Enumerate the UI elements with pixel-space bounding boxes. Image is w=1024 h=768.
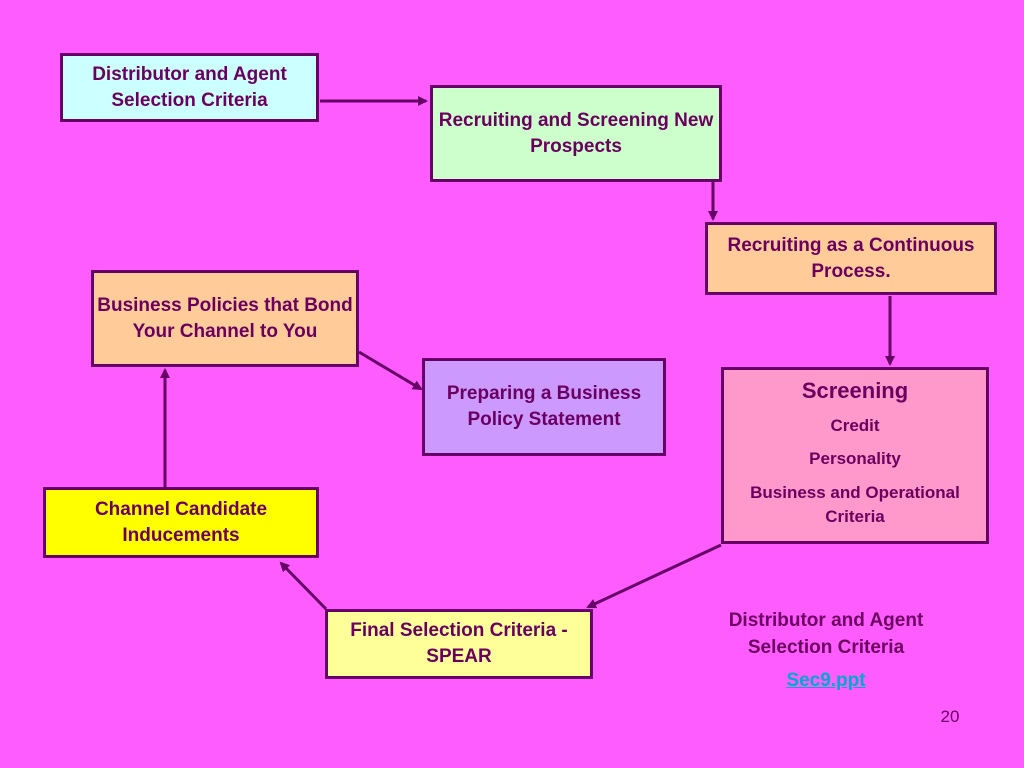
screening-item-credit: Credit	[830, 415, 880, 435]
box-label: Business Policies that Bond Your Channel…	[97, 294, 353, 342]
box-policy-statement: Preparing a Business Policy Statement	[422, 358, 666, 456]
sec9-link[interactable]: Sec9.ppt	[786, 670, 866, 691]
box-label: Recruiting as a Continuous Process.	[727, 234, 975, 282]
box-distributor-selection-criteria: Distributor and Agent Selection Criteria	[60, 53, 319, 122]
box-recruiting-screening: Recruiting and Screening New Prospects	[430, 85, 722, 182]
box-label: Recruiting and Screening New Prospects	[438, 109, 714, 157]
box-label: Distributor and Agent Selection Criteria	[92, 63, 287, 111]
screening-item-business: Business and Operational Criteria	[750, 483, 960, 527]
box-candidate-inducements: Channel Candidate Inducements	[43, 487, 319, 558]
arrow-final-to-inducements	[279, 561, 328, 611]
box-screening: Screening Credit Personality Business an…	[721, 367, 989, 544]
arrow-screening-to-final	[586, 543, 722, 609]
page-number: 20	[940, 707, 960, 726]
box-continuous-process: Recruiting as a Continuous Process.	[705, 222, 997, 295]
footer-title: Distributor and Agent Selection Criteria	[728, 610, 924, 658]
arrow-policies-to-statement	[358, 350, 423, 391]
box-label: Preparing a Business Policy Statement	[446, 383, 642, 430]
box-business-policies: Business Policies that Bond Your Channel…	[91, 270, 359, 367]
box-final-selection: Final Selection Criteria - SPEAR	[325, 609, 593, 679]
box-label: Final Selection Criteria - SPEAR	[350, 620, 568, 667]
screening-item-personality: Personality	[809, 449, 901, 469]
box-label: Channel Candidate Inducements	[94, 498, 268, 546]
screening-title: Screening	[801, 378, 909, 403]
